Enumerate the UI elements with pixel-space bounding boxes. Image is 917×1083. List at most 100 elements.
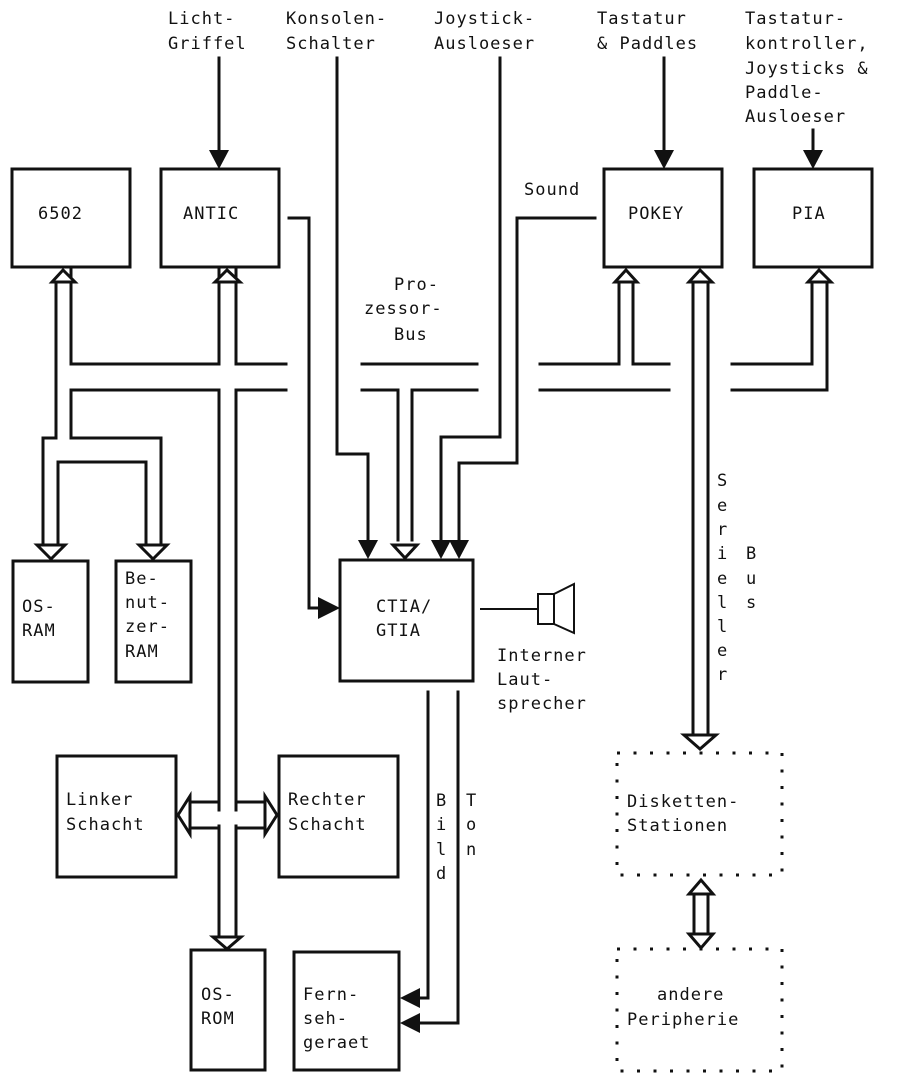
box-user-ram-rect (114, 559, 193, 684)
label-pia-inputs-line2: kontroller, (745, 34, 869, 54)
label-joystick-line2: Ausloeser (434, 34, 535, 54)
label-lichtgriffel-line1: Licht- (168, 9, 235, 29)
speaker-line1: Interner (497, 646, 587, 666)
wire-konsolenschalter (335, 56, 370, 544)
wire-bild (416, 690, 430, 1000)
label-bus-line1: Pro- (394, 275, 439, 295)
ton-n: n (466, 840, 477, 860)
arrow-konsolen-icon (358, 540, 378, 559)
box-right-slot-rect (277, 754, 400, 879)
label-konsolenschalter: Konsolen- Schalter (286, 9, 386, 54)
bus-upper-pia (730, 278, 814, 366)
os-rom-line2: ROM (201, 1009, 235, 1029)
label-bild: B i l d (436, 791, 447, 884)
chip-pia-box (752, 167, 874, 269)
ram-bus (33, 436, 171, 562)
arrow-serial-up-icon (685, 267, 716, 284)
chip-pia-label: PIA (792, 204, 826, 224)
arrow-ton-icon (400, 1013, 420, 1033)
box-os-rom-rect (189, 948, 267, 1072)
serial-l2: l (717, 617, 728, 637)
bus-u: u (746, 569, 757, 589)
chip-gtia: CTIA/ GTIA (338, 558, 475, 683)
bus-lower-mid-b (410, 388, 479, 542)
arrow-tastatur-icon (654, 150, 674, 169)
chip-pokey-label: POKEY (628, 204, 684, 224)
bus-upper-antic (234, 268, 288, 366)
box-os-rom: OS- ROM (189, 948, 267, 1072)
right-slot-line1: Rechter (288, 790, 367, 810)
arrow-right-slot-icon (263, 790, 279, 840)
box-os-ram-rect (11, 559, 90, 684)
speaker-line2: Laut- (497, 670, 553, 690)
os-ram-line1: OS- (22, 597, 56, 617)
ton-o: o (466, 815, 477, 835)
box-right-slot: Rechter Schacht (277, 754, 400, 879)
ram-bus-inner (56, 460, 148, 548)
serial-s: S (717, 471, 728, 491)
arrow-left-slot-icon (176, 790, 192, 840)
arrow-bild-icon (400, 988, 420, 1008)
label-pia-inputs-line1: Tastatur- (745, 9, 846, 29)
label-joystick-line1: Joystick- (434, 9, 535, 29)
chip-antic: ANTIC (159, 167, 281, 269)
box-tv-rect (292, 950, 401, 1072)
arrow-periph-down-icon (685, 932, 717, 951)
processor-bus (48, 267, 835, 940)
arrow-bus-6502-icon (48, 267, 79, 284)
ton-t: T (466, 791, 477, 811)
speaker: Interner Laut- sprecher (480, 582, 587, 714)
chip-6502: 6502 (10, 167, 132, 269)
disk-line2: Stationen (627, 816, 728, 836)
label-lichtgriffel: Licht- Griffel (168, 9, 246, 54)
arrow-bus-osram-icon (33, 543, 69, 562)
serial-i: i (717, 544, 728, 564)
chip-antic-label: ANTIC (183, 204, 239, 224)
bus-lower-mid-a (360, 388, 400, 542)
gtia-line1: CTIA/ (376, 597, 432, 617)
ram-bus-outer-left (41, 436, 58, 548)
right-slot-line2: Schacht (288, 815, 367, 835)
wire-ton (416, 690, 460, 1025)
box-left-slot-rect (55, 754, 178, 879)
label-pia-inputs-line3: Joysticks & (745, 59, 869, 79)
serial-bus (680, 267, 720, 751)
arrow-bus-pia-icon (804, 267, 835, 284)
serial-e1: e (717, 496, 728, 516)
chip-pia: PIA (752, 167, 874, 269)
label-processor-bus: Pro- zessor- Bus (364, 275, 442, 345)
arrow-sound-icon (449, 540, 469, 559)
serial-r1: r (717, 520, 728, 540)
os-ram-line2: RAM (22, 621, 56, 641)
wire-pokey-sound (457, 216, 597, 544)
arrow-bus-antic-icon (211, 267, 244, 284)
chip-pokey-box (602, 167, 724, 269)
box-other-peripherals: andere Peripherie (615, 947, 784, 1073)
arrow-pia-icon (803, 150, 823, 169)
box-tv: Fern- seh- geraet (292, 950, 401, 1072)
arrow-bus-osrom-icon (208, 935, 246, 951)
tv-line1: Fern- (303, 985, 359, 1005)
wire-joystick (439, 56, 502, 544)
label-tastatur-line2: & Paddles (597, 34, 698, 54)
label-joystick-ausloeser: Joystick- Ausloeser (434, 9, 535, 54)
tv-line3: geraet (303, 1033, 370, 1053)
box-left-slot: Linker Schacht (55, 754, 178, 879)
label-bus-line3: Bus (394, 325, 428, 345)
serial-e2: e (717, 569, 728, 589)
input-lines (209, 56, 823, 559)
bild-l: l (436, 840, 447, 860)
serial-r2: r (717, 665, 728, 685)
arrow-bus-pokey-icon (611, 267, 641, 284)
bild-d: d (436, 864, 447, 884)
box-user-ram: Be- nut- zer- RAM (114, 559, 193, 684)
left-slot-line2: Schacht (66, 815, 145, 835)
label-pia-inputs-line5: Ausloeser (745, 107, 846, 127)
arrow-bus-gtia-icon (389, 543, 421, 561)
user-ram-line1: Be- (125, 569, 159, 589)
label-ton: T o n (466, 791, 477, 860)
arrow-bus-userram-icon (135, 543, 171, 562)
periph-line1: andere (657, 985, 724, 1005)
speaker-cone-icon (553, 582, 575, 635)
